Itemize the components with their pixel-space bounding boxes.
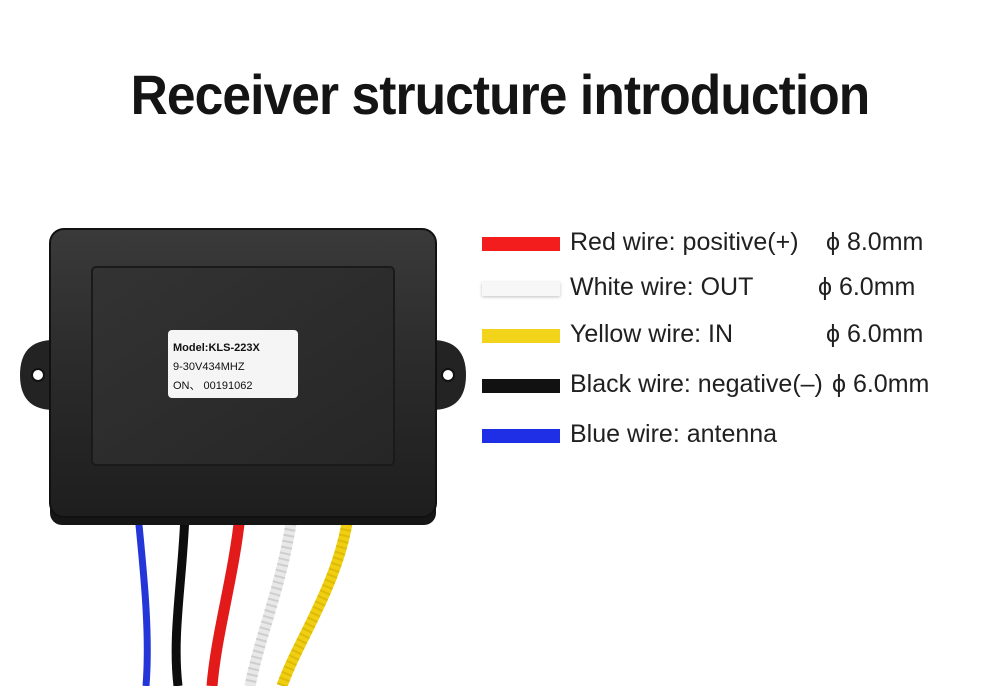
device-serial-text: ON、 00191062 bbox=[173, 380, 253, 392]
receiver-device-image: Model:KLS-223X 9-30V434MHZ ON、 00191062 bbox=[20, 215, 470, 686]
legend-row-black: Black wire: negative(–) ϕ 6.0mm bbox=[480, 368, 980, 408]
legend-diameter: ϕ 6.0mm bbox=[832, 370, 930, 398]
legend-row-white: White wire: OUT ϕ 6.0mm bbox=[480, 271, 980, 311]
legend-label: Black wire: negative(–) bbox=[570, 370, 823, 398]
legend-row-red: Red wire: positive(+) ϕ 8.0mm bbox=[480, 226, 980, 266]
yellow-swatch bbox=[482, 329, 560, 343]
black-wire bbox=[171, 514, 190, 686]
white-wire bbox=[244, 516, 298, 686]
white-swatch bbox=[482, 282, 560, 296]
receiver-device-illustration: Model:KLS-223X 9-30V434MHZ ON、 00191062 bbox=[20, 228, 466, 686]
page-title: Receiver structure introduction bbox=[130, 63, 871, 126]
device-voltage-text: 9-30V434MHZ bbox=[173, 361, 245, 373]
legend-label: Yellow wire: IN bbox=[570, 320, 734, 348]
legend-diameter: ϕ 6.0mm bbox=[826, 320, 924, 348]
black-swatch bbox=[482, 379, 560, 393]
device-label-sticker bbox=[168, 330, 298, 398]
legend-label: Blue wire: antenna bbox=[570, 420, 778, 448]
legend-row-blue: Blue wire: antenna bbox=[480, 418, 980, 458]
legend-label: Red wire: positive(+) bbox=[570, 228, 799, 256]
red-wire bbox=[206, 514, 246, 686]
legend-diameter: ϕ 8.0mm bbox=[826, 228, 924, 256]
legend-row-yellow: Yellow wire: IN ϕ 6.0mm bbox=[480, 318, 980, 358]
blue-wire bbox=[134, 514, 151, 686]
legend-diameter: ϕ 6.0mm bbox=[818, 273, 916, 301]
device-model-text: Model:KLS-223X bbox=[173, 342, 260, 354]
red-swatch bbox=[482, 237, 560, 251]
legend-label: White wire: OUT bbox=[570, 273, 754, 301]
blue-swatch bbox=[482, 429, 560, 443]
